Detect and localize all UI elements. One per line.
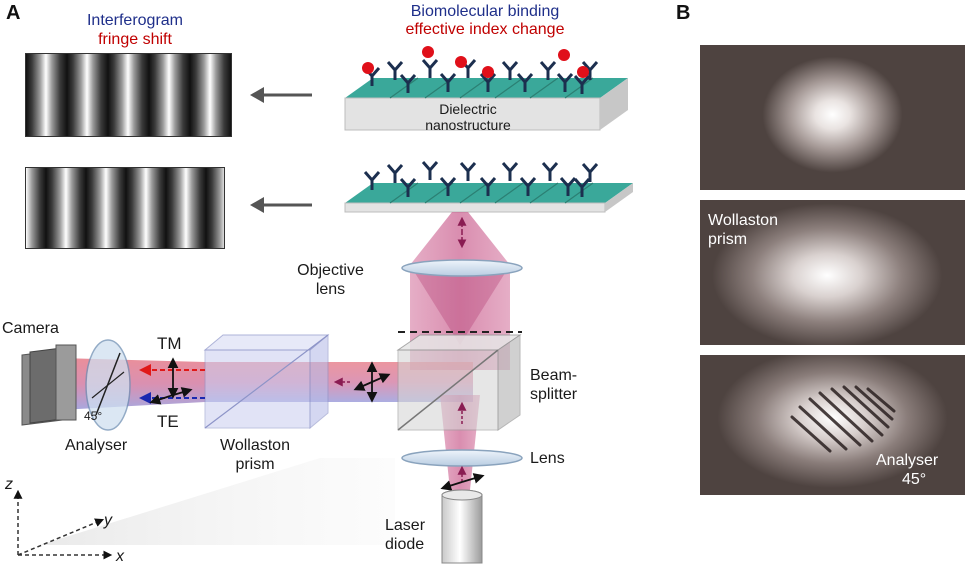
binding-title: Biomolecular binding bbox=[410, 3, 560, 20]
tm-label: TM bbox=[157, 334, 182, 353]
prism-label: prism bbox=[235, 456, 275, 473]
te-label: TE bbox=[157, 412, 179, 431]
chip-reference bbox=[344, 160, 633, 213]
polarization-cross-icon bbox=[353, 361, 391, 403]
b-prism-label: prism bbox=[708, 231, 748, 248]
beam-profile-image bbox=[700, 45, 965, 190]
wollaston-profile-image bbox=[700, 200, 965, 345]
index-change-title: effective index change bbox=[405, 21, 565, 38]
angle-label: 45° bbox=[84, 409, 103, 423]
lens-label: Lens bbox=[530, 450, 565, 467]
diode-polarization-icon bbox=[440, 473, 485, 491]
objective-label: Objective bbox=[297, 262, 364, 279]
interferogram-title: Interferogram bbox=[86, 12, 184, 29]
dielectric-label: Dielectric bbox=[439, 101, 497, 117]
b-wollaston-label: Wollaston bbox=[708, 212, 778, 229]
floor-shadow bbox=[40, 458, 395, 545]
laser-diode bbox=[441, 489, 483, 564]
wollaston-prism bbox=[203, 333, 330, 430]
axis-z-label: z bbox=[5, 476, 13, 493]
focusing-lens bbox=[401, 449, 523, 467]
b-angle-label: 45° bbox=[902, 471, 927, 488]
beam-label: Beam- bbox=[530, 367, 578, 384]
interferogram-reference bbox=[25, 167, 225, 249]
axis-y-label: y bbox=[104, 512, 112, 529]
arrow-left-icon bbox=[250, 197, 312, 213]
panel-a-letter: A bbox=[6, 2, 21, 24]
analyte-dot-icon bbox=[362, 46, 589, 78]
panel-b-letter: B bbox=[676, 2, 691, 24]
splitter-label: splitter bbox=[530, 386, 578, 403]
camera bbox=[21, 344, 77, 426]
lens-label-objective: lens bbox=[315, 281, 346, 298]
objective-lens bbox=[401, 259, 523, 277]
laser-label: Laser bbox=[385, 517, 426, 534]
nanostructure-label: nanostructure bbox=[425, 117, 511, 133]
interferogram-shifted bbox=[25, 53, 232, 137]
chip-with-binding bbox=[344, 46, 628, 131]
axis-x-label: x bbox=[116, 548, 124, 565]
fringe-pattern bbox=[790, 385, 896, 453]
b-analyser-label: Analyser bbox=[876, 452, 939, 469]
analyser bbox=[85, 339, 131, 431]
arrow-left-icon bbox=[250, 87, 312, 103]
wollaston-label: Wollaston bbox=[220, 437, 290, 454]
te-polarization-icon bbox=[149, 387, 193, 405]
diode-label: diode bbox=[385, 536, 425, 553]
beamsplitter-cube bbox=[396, 334, 522, 431]
beam-direction-arrows bbox=[333, 216, 467, 482]
fringe-shift-title: fringe shift bbox=[98, 31, 172, 48]
camera-label: Camera bbox=[2, 320, 59, 337]
axes bbox=[13, 489, 113, 560]
analyser-label: Analyser bbox=[65, 437, 128, 454]
analyser-profile-image bbox=[700, 355, 965, 495]
